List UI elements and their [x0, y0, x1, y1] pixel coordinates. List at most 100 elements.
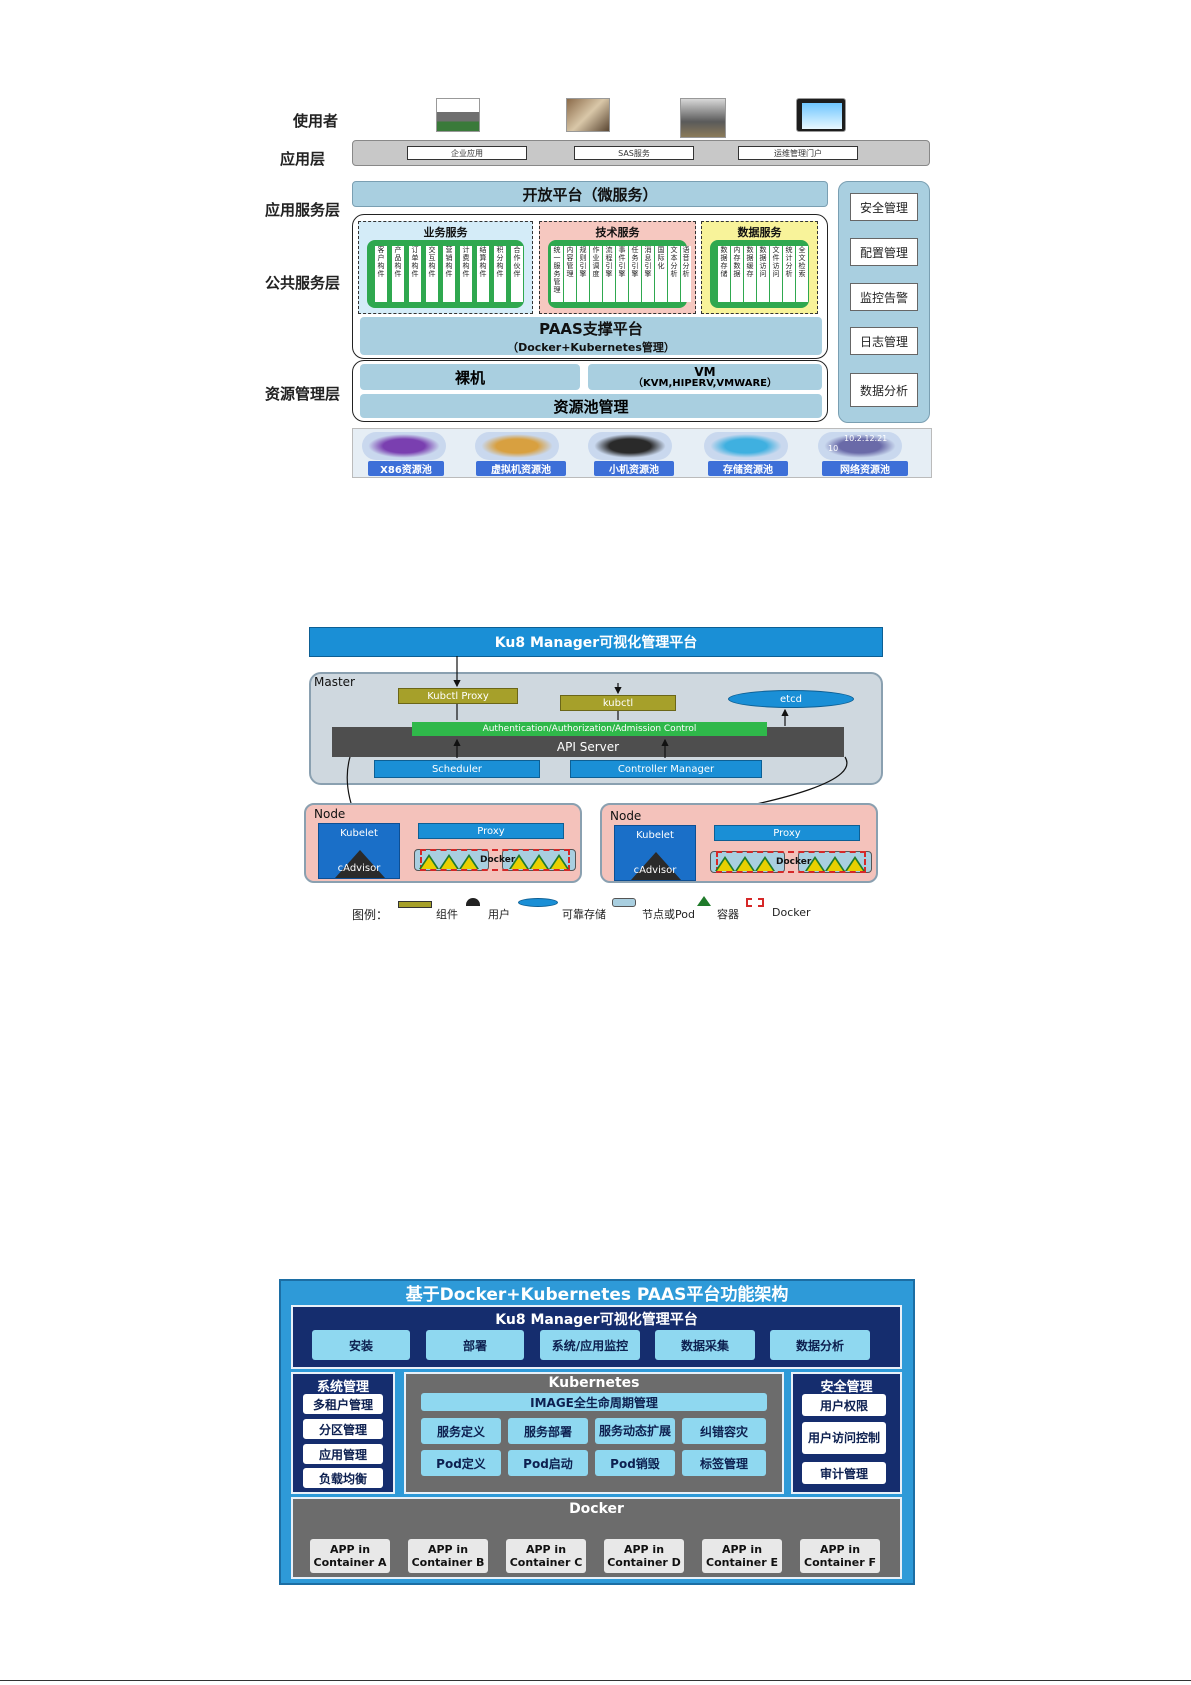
kubelet: Kubelet cAdvisor [614, 825, 696, 881]
partition-item: 分区管理 [303, 1419, 383, 1439]
security-title: 安全管理 [820, 1380, 873, 1395]
multi-tenant-item: 多租户管理 [303, 1394, 383, 1414]
vcell: 结算构件 [477, 246, 489, 302]
vm-subtitle: （KVM,HIPERV,VMWARE） [633, 377, 777, 389]
storage-icon [704, 432, 788, 460]
paas-subtitle: （Docker+Kubernetes管理） [507, 340, 675, 354]
right-item-analysis: 数据分析 [850, 373, 918, 407]
label-mgmt: 标签管理 [682, 1450, 766, 1476]
kubernetes-title: Kubernetes [548, 1375, 640, 1391]
right-item-security: 安全管理 [850, 193, 918, 221]
vcell: 计费构件 [460, 246, 472, 302]
system-mgmt-title: 系统管理 [316, 1380, 369, 1395]
app-ops-portal: 运维管理门户 [738, 146, 858, 160]
vcell: 内存数据 [731, 246, 743, 302]
section-data: 数据服务 数据存储 内存数据 数据缓存 数据访问 文件访问 统计分析 全文检索 [701, 221, 818, 314]
pool-minicomputer: 小机资源池 [594, 461, 674, 476]
app-line: APP in [721, 1543, 763, 1556]
container-icon [421, 857, 437, 869]
vcell: 作业调度 [590, 246, 602, 302]
kubctl: kubctl [560, 695, 676, 711]
network-ip: 10.2.12.21 [844, 434, 888, 443]
master-label: Master [314, 675, 355, 689]
resource-pool-mgmt: 资源池管理 [360, 394, 822, 418]
vcell: 数据缓存 [744, 246, 756, 302]
audit-item: 审计管理 [802, 1462, 886, 1484]
vcell: 合作伙伴 [511, 246, 523, 302]
section-business-title: 业务服务 [423, 226, 468, 239]
pool-storage: 存储资源池 [708, 461, 788, 476]
legend-title: 图例： [352, 908, 389, 922]
container-icon [757, 859, 773, 871]
node-label: Node [610, 809, 642, 823]
pod-destroy: Pod销毁 [595, 1450, 675, 1476]
vcell: 规则引擎 [577, 246, 589, 302]
app-line: APP in [623, 1543, 665, 1556]
legend-component-swatch [398, 901, 432, 908]
docker-label: Docker [776, 857, 812, 867]
container-icon [461, 857, 477, 869]
ku8-manager-bar: Ku8 Manager可视化管理平台 [309, 627, 883, 657]
load-balance-item: 负载均衡 [303, 1468, 383, 1488]
vcell: 流程引擎 [603, 246, 615, 302]
app-line: APP in [525, 1543, 567, 1556]
vcell: 数据访问 [757, 246, 769, 302]
container-line: Container E [706, 1556, 778, 1569]
kubelet-label: Kubelet [340, 828, 378, 839]
proxy: Proxy [714, 825, 860, 841]
legend-docker: Docker [772, 906, 811, 919]
kubelet-label: Kubelet [636, 830, 674, 841]
legend-node-pod: 节点或Pod [642, 908, 695, 921]
vcell: 文件访问 [770, 246, 782, 302]
right-item-log: 日志管理 [850, 327, 918, 355]
open-platform: 开放平台（微服务） [352, 181, 828, 207]
cadvisor-label: cAdvisor [337, 863, 381, 874]
service-deploy: 服务部署 [508, 1418, 588, 1444]
user-permission-item: 用户权限 [802, 1394, 886, 1416]
vcell: 内容管理 [564, 246, 576, 302]
vcell: 统一服务管理 [551, 246, 563, 302]
vcell: 语音分析 [681, 246, 691, 302]
pod-define: Pod定义 [421, 1450, 501, 1476]
deploy-button: 部署 [426, 1330, 524, 1360]
legend-user: 用户 [488, 908, 510, 921]
docker-title: Docker [569, 1501, 624, 1517]
scheduler: Scheduler [374, 760, 540, 778]
bare-metal: 裸机 [360, 364, 580, 390]
arrows-layer [346, 656, 848, 853]
image-lifecycle: IMAGE全生命周期管理 [421, 1393, 767, 1411]
layer-label-resource: 资源管理层 [265, 385, 341, 403]
container-icon [737, 859, 753, 871]
network-icon: 10.2.12.21 10 [818, 432, 902, 460]
node-pod-swatch [612, 898, 636, 907]
vm-cluster-icon [475, 432, 559, 460]
layer-label-app: 应用层 [280, 150, 326, 168]
pool-vm: 虚拟机资源池 [476, 461, 566, 476]
kubelet: Kubelet cAdvisor [318, 823, 400, 879]
legend-component: 组件 [436, 908, 458, 921]
section-data-title: 数据服务 [737, 226, 782, 239]
container-icon [847, 859, 863, 871]
tablet-icon [796, 98, 846, 132]
pool-x86: X86资源池 [368, 461, 444, 476]
container-icon [717, 859, 733, 871]
install-button: 安装 [312, 1330, 410, 1360]
app-sas: SAS服务 [574, 146, 694, 160]
container-line: Container B [411, 1556, 485, 1569]
vcell: 客户构件 [375, 246, 387, 302]
section-tech: 技术服务 统一服务管理 内容管理 规则引擎 作业调度 流程引擎 事件引擎 任务引… [539, 221, 696, 314]
layer-label-app-service: 应用服务层 [265, 201, 341, 219]
vcell: 订单构件 [409, 246, 421, 302]
container-line: Container F [804, 1556, 876, 1569]
container-icon [531, 857, 547, 869]
controller-manager: Controller Manager [570, 760, 762, 778]
vcell: 消息引擎 [642, 246, 654, 302]
layer-label-users: 使用者 [293, 112, 339, 130]
container-icon [827, 859, 843, 871]
storage-icon [518, 898, 558, 907]
service-scale: 服务动态扩展 [595, 1418, 675, 1444]
node-2: Node Kubelet cAdvisor Proxy Docker [600, 803, 878, 883]
